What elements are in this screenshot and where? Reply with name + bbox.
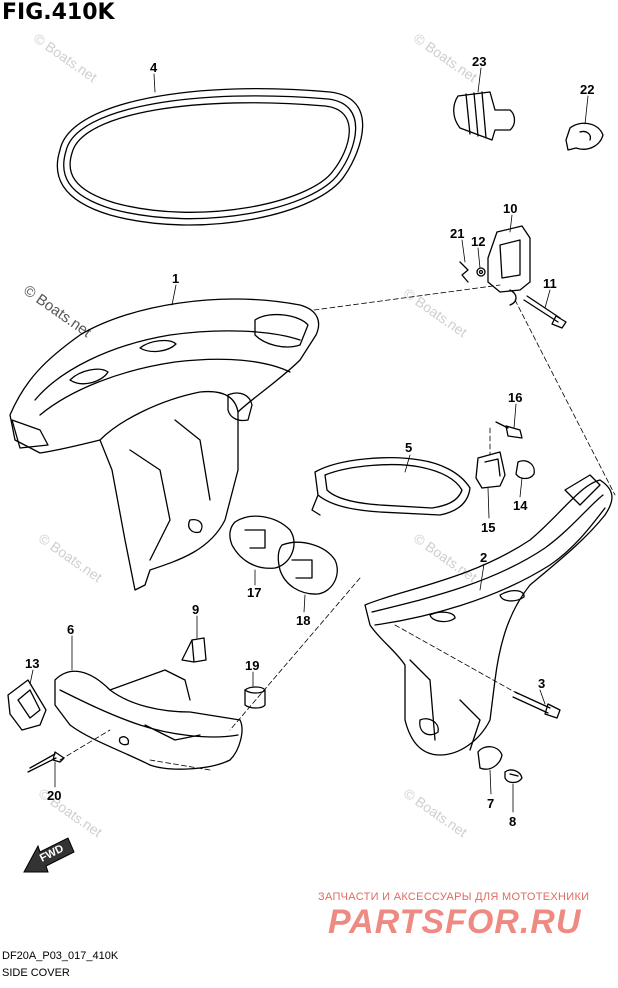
figure-caption: SIDE COVER <box>2 967 70 979</box>
callout-10: 10 <box>503 201 517 216</box>
figure-title: FIG.410K <box>2 0 115 25</box>
callout-19: 19 <box>245 658 259 673</box>
callout-3: 3 <box>538 676 545 691</box>
callout-2: 2 <box>480 550 487 565</box>
clamp-part-22 <box>565 122 604 151</box>
callout-6: 6 <box>67 622 74 637</box>
cap-part-14 <box>515 460 535 480</box>
grommet-part-13 <box>7 679 47 731</box>
pin-part-20 <box>27 751 65 773</box>
callout-22: 22 <box>580 82 594 97</box>
assembly-lines <box>59 284 616 771</box>
grommet-part-7 <box>477 746 503 770</box>
callout-18: 18 <box>296 613 310 628</box>
callout-23: 23 <box>472 54 486 69</box>
seal-ring-part-4 <box>56 88 364 226</box>
side-cover-right-part-2 <box>364 474 613 756</box>
screw-part-16 <box>495 421 523 439</box>
callout-16: 16 <box>508 390 522 405</box>
callout-12: 12 <box>471 234 485 249</box>
callout-4: 4 <box>150 60 158 75</box>
callout-17: 17 <box>247 585 261 600</box>
callout-11: 11 <box>543 276 557 291</box>
clip-part-21 <box>459 261 469 283</box>
bracket-part-15 <box>475 451 506 489</box>
brand-logo: PARTSFOR.RU <box>328 903 582 941</box>
callout-9: 9 <box>192 602 199 617</box>
grommet-plug-part-23 <box>453 91 516 141</box>
screw-part-8 <box>504 769 523 784</box>
bracket-frame-part-5 <box>311 457 471 516</box>
callout-14: 14 <box>513 498 528 513</box>
callout-13: 13 <box>25 656 39 671</box>
callout-5: 5 <box>405 440 412 455</box>
side-cover-left-part-1 <box>9 298 320 591</box>
callout-21: 21 <box>450 226 464 241</box>
leader-lines <box>29 67 589 813</box>
brand-tagline: ЗАПЧАСТИ И АКСЕССУАРЫ ДЛЯ МОТОТЕХНИКИ <box>318 891 590 903</box>
hinge-bracket-part-10 <box>487 225 531 306</box>
grommet-part-18 <box>277 541 338 595</box>
model-code: DF20A_P03_017_410K <box>2 950 119 962</box>
callout-7: 7 <box>487 796 494 811</box>
callout-1: 1 <box>172 271 179 286</box>
callout-8: 8 <box>509 814 516 829</box>
bolt-part-11 <box>523 295 567 329</box>
grommet-part-17 <box>229 515 295 569</box>
washer-part-12 <box>476 267 486 277</box>
bolt-part-3 <box>512 691 561 719</box>
spacer-part-19 <box>244 686 266 709</box>
callout-15: 15 <box>481 520 495 535</box>
bushing-part-9 <box>181 637 207 663</box>
lower-cover-part-6 <box>54 669 243 770</box>
callout-labels: 4 23 22 10 21 12 11 1 5 16 14 15 2 17 18… <box>25 54 594 829</box>
callout-20: 20 <box>47 788 61 803</box>
fwd-arrow-icon: FWD <box>23 837 75 873</box>
